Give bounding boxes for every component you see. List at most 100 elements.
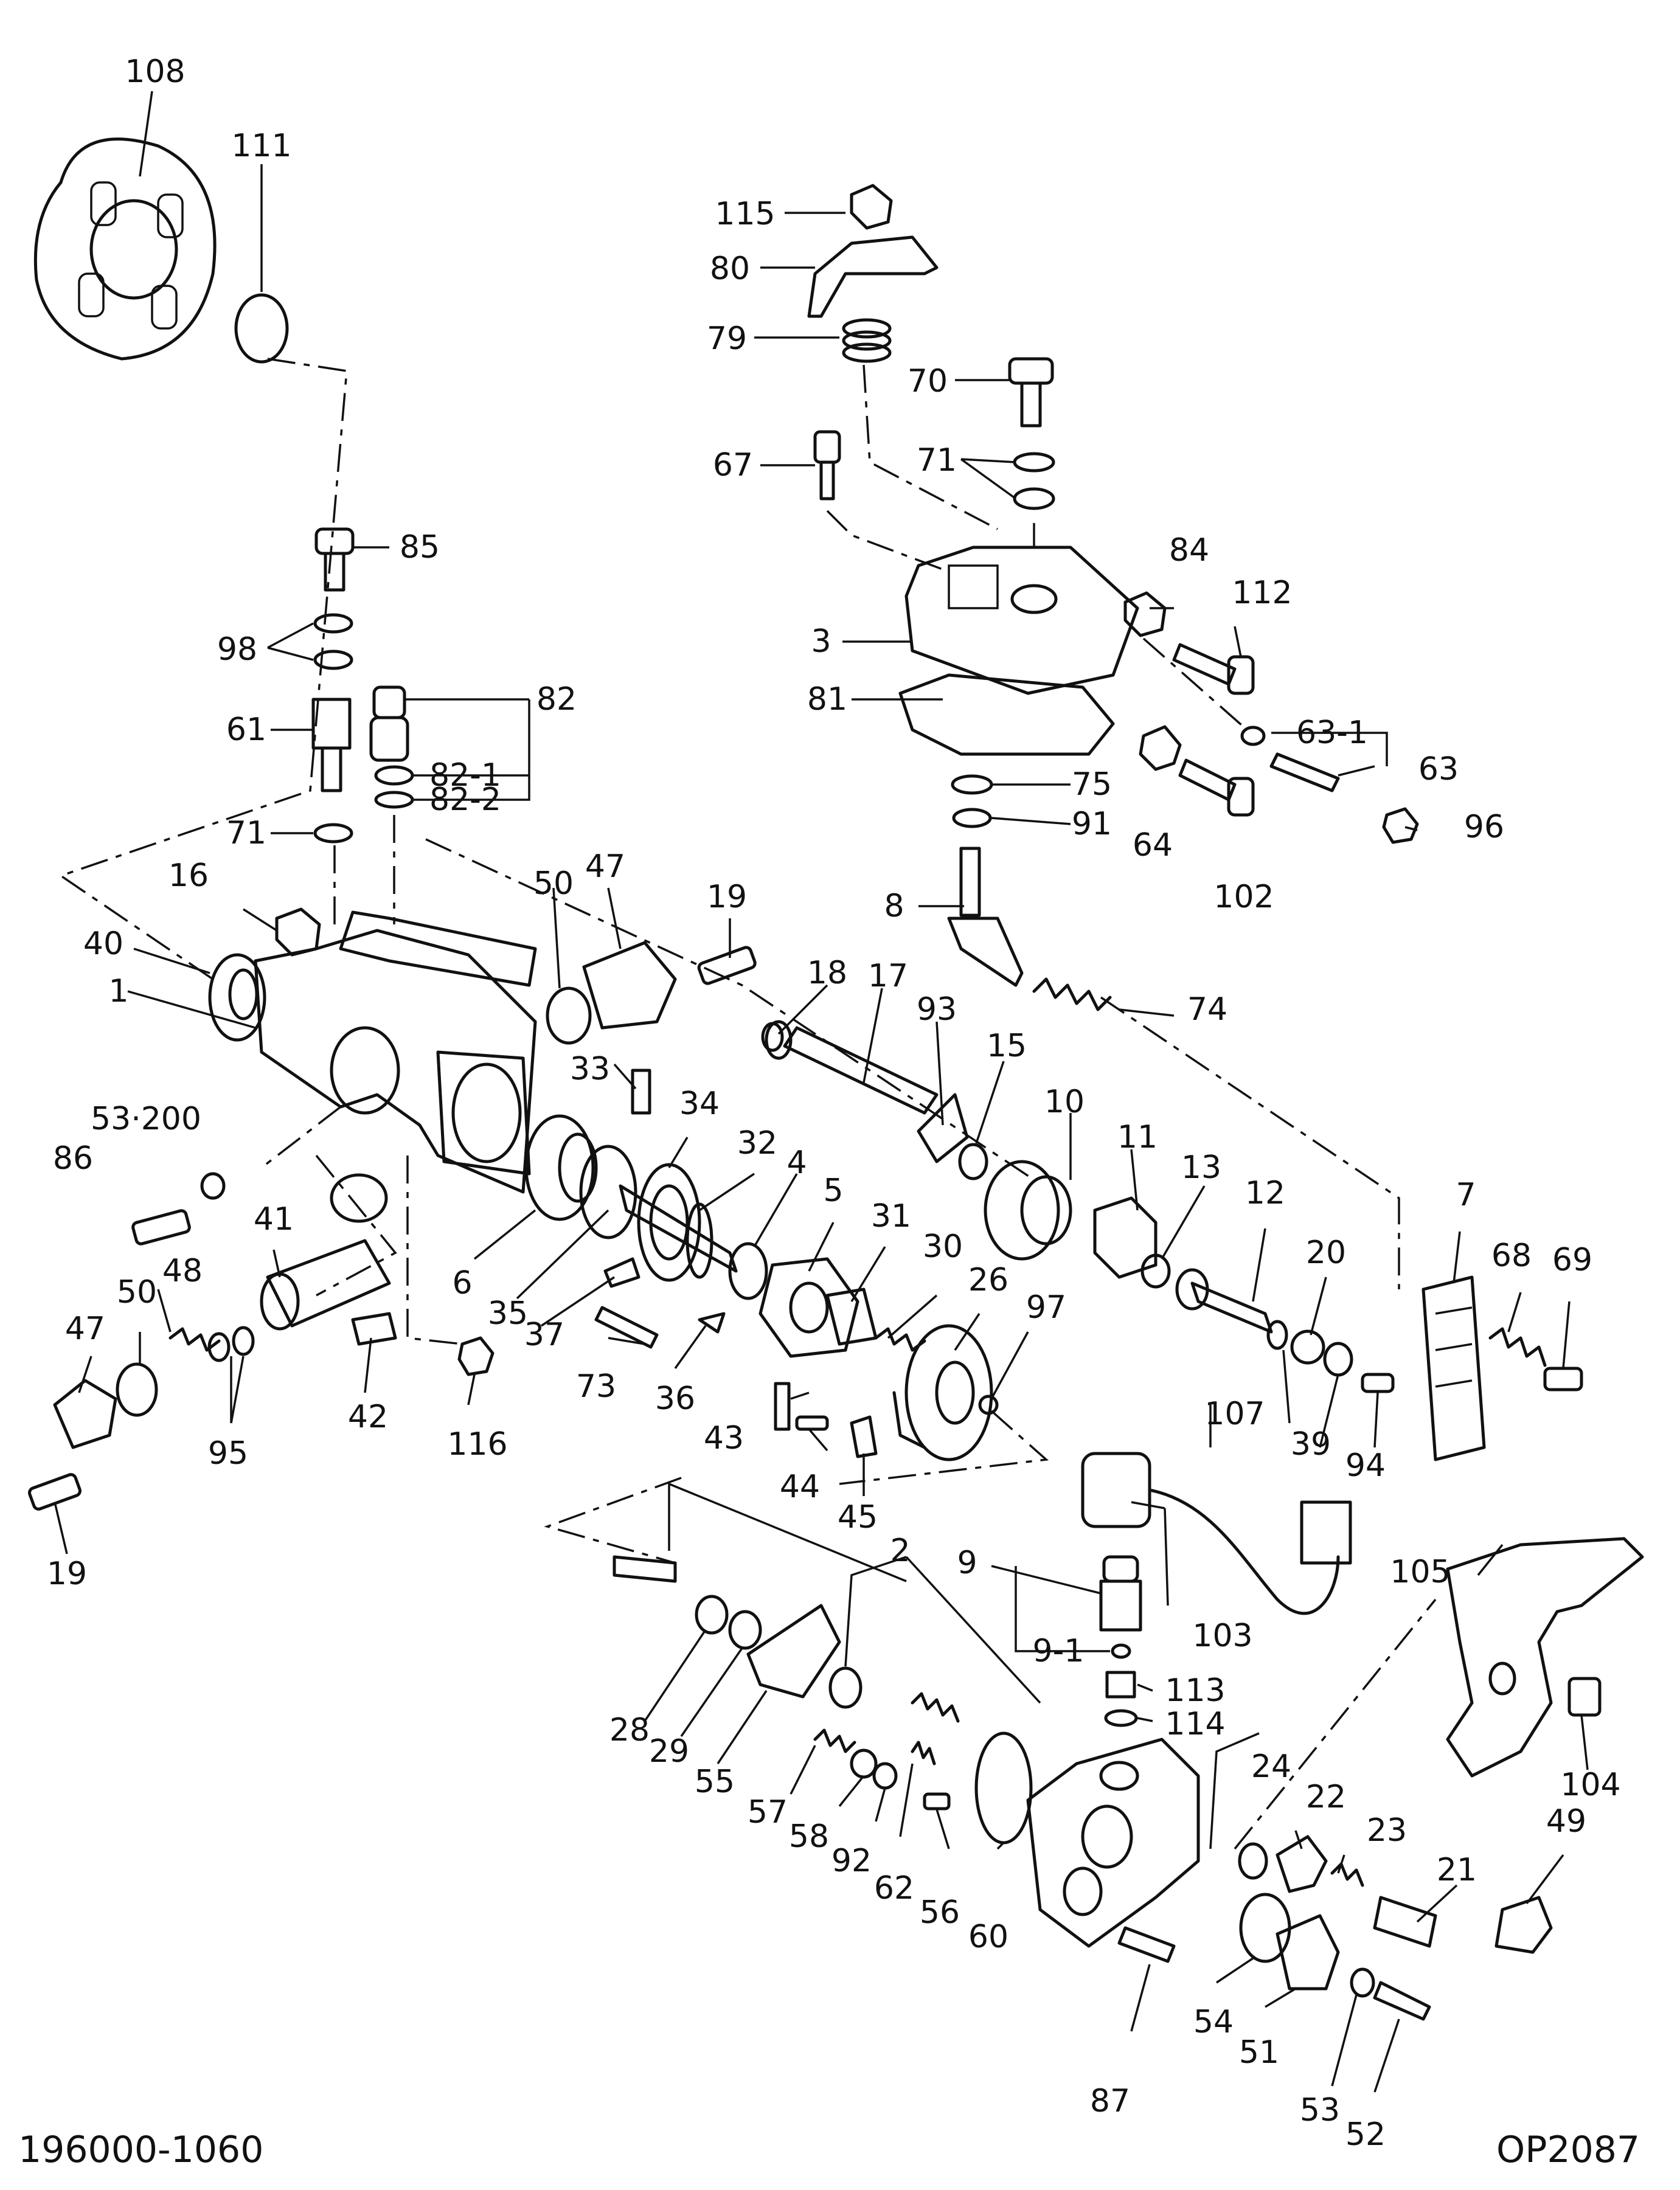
- part-label-2: 2: [890, 1533, 911, 1569]
- washer-53: [1350, 1967, 1375, 1998]
- part-label-103: 103: [1192, 1618, 1253, 1654]
- part-label-33: 33: [569, 1051, 611, 1087]
- part-label-34: 34: [679, 1086, 720, 1122]
- part-label-15: 15: [986, 1028, 1027, 1064]
- o-ring-50a: [546, 986, 592, 1045]
- bolt-94: [1361, 1373, 1395, 1393]
- bolt-112: [1172, 643, 1255, 695]
- washer-98a: [313, 613, 353, 634]
- plate-55: [746, 1604, 841, 1699]
- part-label-56: 56: [919, 1894, 960, 1931]
- part-label-49: 49: [1546, 1803, 1587, 1840]
- spring-79: [842, 318, 892, 363]
- drive-shaft-17: [765, 1020, 939, 1115]
- part-label-24: 24: [1251, 1748, 1292, 1785]
- part-label-93: 93: [916, 991, 957, 1028]
- gasket-60: [974, 1731, 1033, 1845]
- part-label-39: 39: [1290, 1426, 1331, 1463]
- screw-67: [813, 430, 841, 501]
- nut-96: [1382, 807, 1419, 844]
- washer-71c: [1013, 487, 1055, 510]
- part-label-5: 5: [823, 1173, 844, 1209]
- part-label-94: 94: [1345, 1447, 1386, 1484]
- pin-42: [351, 1312, 397, 1346]
- part-label-4: 4: [786, 1145, 807, 1181]
- bolt-86: [131, 1209, 191, 1246]
- fitting-113: [1105, 1671, 1136, 1699]
- pin-top: [613, 1555, 677, 1583]
- part-label-8: 8: [884, 888, 904, 924]
- part-label-113: 113: [1165, 1672, 1226, 1709]
- bracket-80: [807, 235, 939, 318]
- washer-95b: [232, 1326, 255, 1356]
- part-label-79: 79: [706, 321, 748, 357]
- valve-9: [1099, 1555, 1142, 1632]
- part-label-23: 23: [1366, 1812, 1408, 1849]
- bracket-105: [1446, 1537, 1644, 1778]
- nut-115: [850, 184, 893, 230]
- part-label-84: 84: [1168, 532, 1210, 569]
- part-label-53: 53: [1299, 2092, 1341, 2129]
- key-18: [761, 1022, 784, 1052]
- drawing-number: 196000-1060: [18, 2129, 264, 2171]
- distributor-head-2: [1026, 1738, 1200, 1948]
- part-label-63-1: 63-1: [1296, 715, 1369, 751]
- washer-13: [1140, 1253, 1171, 1289]
- part-label-82-2: 82-2: [429, 781, 502, 818]
- part-label-48: 48: [162, 1253, 203, 1289]
- screw-63: [1269, 752, 1340, 792]
- part-label-31: 31: [870, 1198, 912, 1235]
- part-label-87: 87: [1089, 2083, 1131, 2119]
- part-label-10: 10: [1044, 1084, 1085, 1120]
- washer-98b: [313, 650, 353, 670]
- part-label-96: 96: [1463, 809, 1505, 845]
- part-label-69: 69: [1552, 1242, 1593, 1278]
- bearing-40: [208, 953, 266, 1042]
- nut-116: [457, 1336, 495, 1376]
- pin-45: [850, 1415, 878, 1458]
- clip-107: [1266, 1320, 1288, 1350]
- bolt-70: [1008, 357, 1054, 428]
- pin-44: [795, 1415, 829, 1431]
- part-label-105: 105: [1390, 1554, 1451, 1590]
- part-label-115: 115: [715, 196, 776, 232]
- part-label-32: 32: [737, 1125, 778, 1162]
- part-label-3: 3: [811, 623, 831, 660]
- part-label-47b: 47: [64, 1311, 106, 1347]
- o-ring-82-1: [374, 765, 414, 786]
- part-label-41: 41: [253, 1201, 294, 1238]
- spring-68: [1488, 1327, 1547, 1367]
- bolt-104: [1567, 1677, 1602, 1717]
- washer-58: [850, 1748, 878, 1779]
- part-label-112: 112: [1232, 575, 1293, 611]
- part-label-63: 63: [1418, 751, 1459, 788]
- valve-52: [1373, 1981, 1431, 2021]
- part-label-60: 60: [968, 1919, 1009, 1955]
- washer-15: [958, 1143, 988, 1180]
- part-label-29: 29: [648, 1733, 690, 1770]
- part-label-40: 40: [83, 926, 124, 962]
- spring-57: [813, 1728, 856, 1753]
- coupling-6: [524, 1114, 598, 1221]
- cover-47b: [53, 1379, 117, 1449]
- o-ring-111: [234, 293, 289, 364]
- part-label-45: 45: [837, 1499, 878, 1536]
- shaft-4: [619, 1184, 768, 1300]
- washer-114: [1104, 1709, 1138, 1727]
- part-label-54: 54: [1193, 2004, 1234, 2040]
- bolt-102: [1178, 758, 1255, 817]
- leader-lines: [54, 91, 1589, 2093]
- pump-housing-1: [254, 910, 537, 1223]
- plug-51: [1276, 1914, 1340, 1991]
- key-36: [698, 1312, 726, 1334]
- part-label-85: 85: [399, 529, 440, 566]
- part-label-9-1: 9-1: [1032, 1633, 1085, 1669]
- part-label-114: 114: [1165, 1706, 1226, 1742]
- part-label-13: 13: [1181, 1149, 1222, 1186]
- plate-35: [579, 1145, 637, 1239]
- washer-28: [695, 1595, 729, 1635]
- part-label-80: 80: [709, 251, 751, 287]
- part-label-50b: 50: [116, 1274, 158, 1311]
- spring-62: [911, 1741, 936, 1766]
- part-label-35: 35: [487, 1295, 529, 1332]
